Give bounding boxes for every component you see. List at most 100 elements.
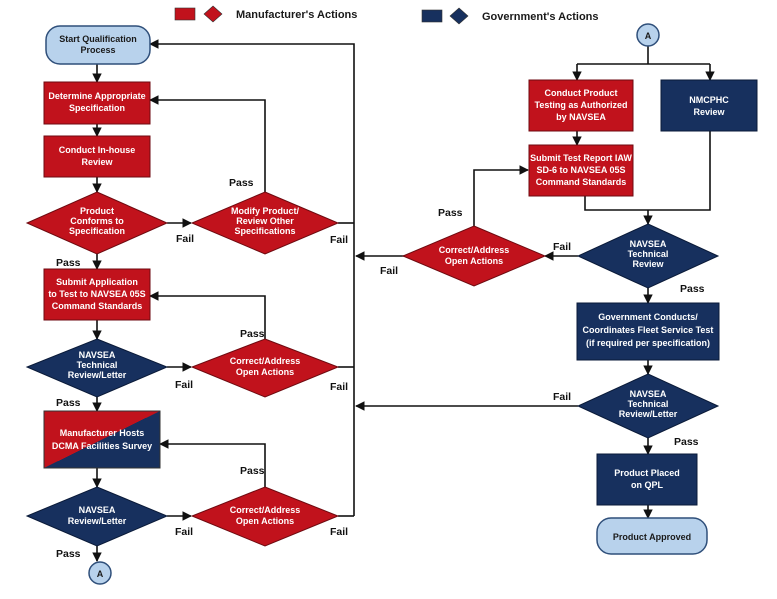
legend-government-rect-swatch xyxy=(421,9,443,23)
label-pass-correct3: Pass xyxy=(438,207,463,219)
label-fail-conforms: Fail xyxy=(176,233,194,245)
submit-report-line-3: Command Standards xyxy=(536,177,627,187)
label-pass-correct2: Pass xyxy=(240,465,265,477)
manufacturer-hosts-line-2: DCMA Facilities Survey xyxy=(52,441,152,451)
navsea-review-letter-3-line-1: NAVSEA xyxy=(630,389,667,399)
conforms-line-3: Specification xyxy=(69,226,125,236)
navsea-technical-review-line-1: NAVSEA xyxy=(630,239,667,249)
label-pass-review3: Pass xyxy=(674,436,699,448)
correct-3-line-2: Open Actions xyxy=(445,256,503,266)
navsea-review-letter-2-line-1: NAVSEA xyxy=(79,505,116,515)
connector-a-top-label: A xyxy=(645,31,652,41)
correct-3-line-1: Correct/Address xyxy=(439,245,510,255)
navsea-review-letter-3-line-3: Review/Letter xyxy=(619,409,678,419)
label-fail-correct2: Fail xyxy=(330,526,348,538)
submit-application-line-3: Command Standards xyxy=(52,301,143,311)
label-fail-modify: Fail xyxy=(330,234,348,246)
edge-labels: Pass Fail Fail Pass Pass Fail Fail Pass … xyxy=(56,177,705,560)
modify-product-line-2: Review Other xyxy=(236,216,294,226)
nmcphc-line-1: NMCPHC xyxy=(689,95,729,105)
nmcphc-line-2: Review xyxy=(693,107,725,117)
navsea-technical-review-line-2: Technical xyxy=(628,249,669,259)
inhouse-review-line-1: Conduct In-house xyxy=(59,145,136,155)
fleet-test-line-3: (if required per specification) xyxy=(586,338,710,348)
label-fail-correct3: Fail xyxy=(380,265,398,277)
correct-1-line-1: Correct/Address xyxy=(230,356,301,366)
navsea-review-letter-3-line-2: Technical xyxy=(628,399,669,409)
label-pass-review1: Pass xyxy=(56,397,81,409)
start-line-1: Start Qualification xyxy=(59,34,137,44)
submit-application-line-1: Submit Application xyxy=(56,277,138,287)
conforms-line-1: Product xyxy=(80,206,114,216)
correct-2-line-1: Correct/Address xyxy=(230,505,301,515)
manufacturer-hosts-line-1: Manufacturer Hosts xyxy=(60,428,145,438)
modify-product-line-3: Specifications xyxy=(234,226,295,236)
legend-manufacturer-label: Manufacturer's Actions xyxy=(236,9,357,21)
navsea-review-letter-1-line-1: NAVSEA xyxy=(79,350,116,360)
label-pass-correct1: Pass xyxy=(240,328,265,340)
inhouse-review-line-2: Review xyxy=(81,157,113,167)
correct-1-line-2: Open Actions xyxy=(236,367,294,377)
navsea-review-letter-1-line-2: Technical xyxy=(77,360,118,370)
navsea-technical-review-line-3: Review xyxy=(632,259,664,269)
conduct-testing-line-1: Conduct Product xyxy=(545,88,618,98)
product-placed-line-2: on QPL xyxy=(631,480,663,490)
fleet-test-line-2: Coordinates Fleet Service Test xyxy=(583,325,714,335)
nmcphc-box[interactable]: NMCPHC Review xyxy=(660,79,758,132)
connector-a-top[interactable]: A xyxy=(636,23,660,47)
submit-report-line-2: SD-6 to NAVSEA 05S xyxy=(536,165,625,175)
label-pass-tech-review: Pass xyxy=(680,283,705,295)
fleet-test-box[interactable]: Government Conducts/Coordinates Fleet Se… xyxy=(576,302,720,361)
edges xyxy=(92,39,715,562)
legend-manufacturer-rect-swatch xyxy=(174,7,196,21)
connector-a-bottom[interactable]: A xyxy=(88,561,112,585)
determine-spec-line-1: Determine Appropriate xyxy=(48,91,145,101)
label-fail-review1: Fail xyxy=(175,379,193,391)
label-fail-tech-review: Fail xyxy=(553,241,571,253)
conforms-line-2: Conforms to xyxy=(70,216,124,226)
legend-manufacturer-diamond-swatch xyxy=(203,5,223,23)
determine-spec-line-2: Specification xyxy=(69,103,125,113)
label-fail-correct1: Fail xyxy=(330,381,348,393)
approved-terminal[interactable]: Product Approved xyxy=(596,517,708,555)
correct-2-line-2: Open Actions xyxy=(236,516,294,526)
connector-a-bottom-label: A xyxy=(97,569,104,579)
svg-text:Government Conducts/Coordinate: Government Conducts/Coordinates Fleet Se… xyxy=(583,312,714,348)
start-line-2: Process xyxy=(80,45,115,55)
navsea-review-letter-1-line-3: Review/Letter xyxy=(68,370,127,380)
legend-government-label: Government's Actions xyxy=(482,11,599,23)
navsea-review-letter-2-line-2: Review/Letter xyxy=(68,516,127,526)
label-pass-review2: Pass xyxy=(56,548,81,560)
